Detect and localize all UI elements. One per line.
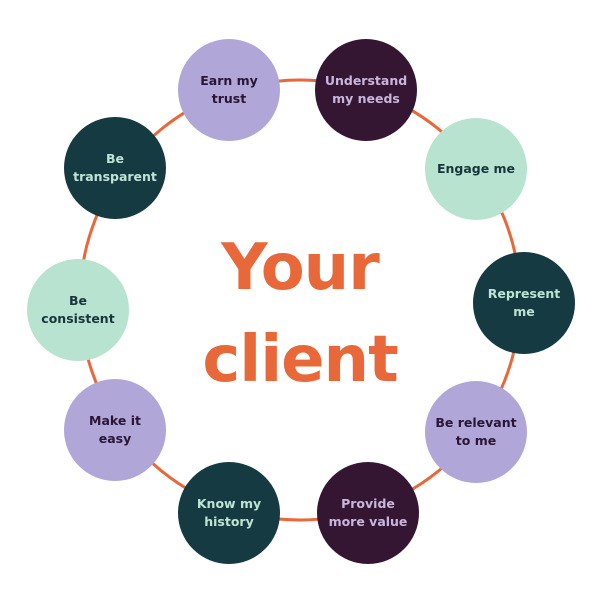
node-earn-my-trust: Earn my trust	[178, 39, 280, 141]
node-label: Represent me	[487, 286, 561, 319]
node-know-my-history: Know my history	[178, 462, 280, 564]
node-engage-me: Engage me	[425, 118, 527, 220]
node-label: Be relevant to me	[435, 415, 517, 448]
node-label: Be transparent	[73, 151, 157, 184]
node-label: Understand my needs	[324, 73, 408, 106]
center-title-line-1: Your	[221, 231, 380, 305]
node-be-relevant-to-me: Be relevant to me	[425, 381, 527, 483]
node-make-it-easy: Make it easy	[64, 379, 166, 481]
node-label: Make it easy	[89, 413, 141, 446]
node-represent-me: Represent me	[473, 252, 575, 354]
node-understand-my-needs: Understand my needs	[315, 39, 417, 141]
node-label: Provide more value	[328, 496, 408, 529]
center-title-line-2: client	[202, 323, 398, 397]
node-provide-more-value: Provide more value	[317, 462, 419, 564]
node-be-transparent: Be transparent	[64, 117, 166, 219]
node-label: Be consistent	[41, 293, 115, 326]
center-title: Your client	[150, 222, 450, 406]
node-be-consistent: Be consistent	[27, 259, 129, 361]
node-label: Engage me	[436, 161, 516, 176]
node-label: Know my history	[196, 496, 262, 529]
node-label: Earn my trust	[200, 73, 258, 106]
